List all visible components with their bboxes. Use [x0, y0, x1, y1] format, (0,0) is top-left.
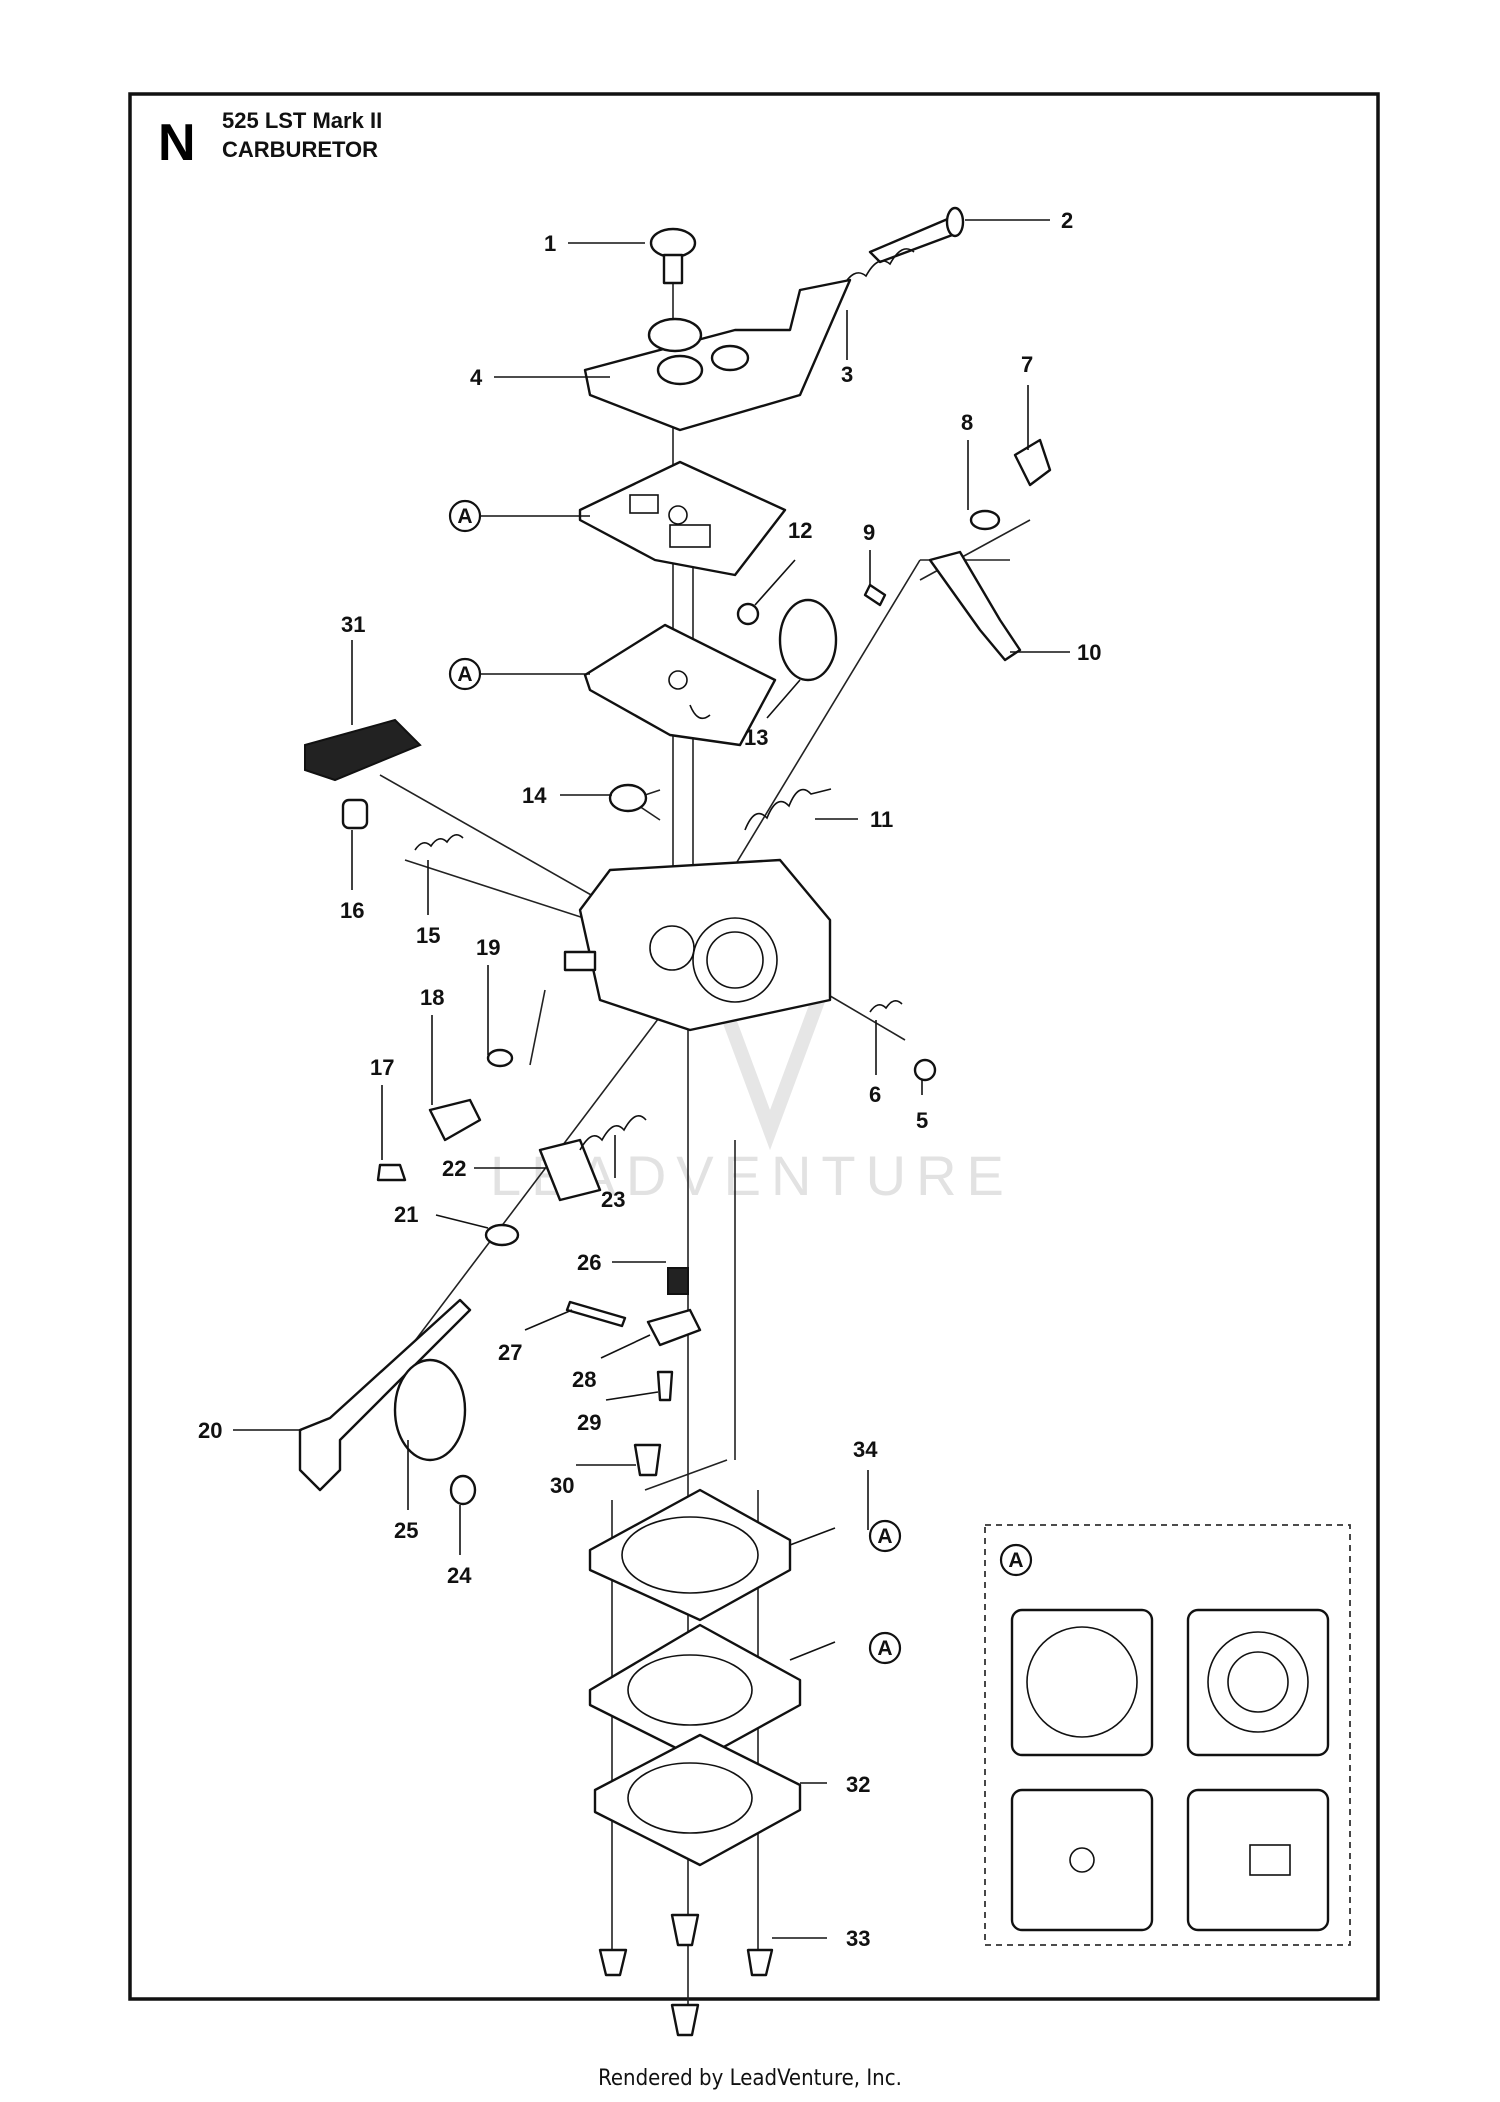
- part-28-lever: [646, 1308, 702, 1347]
- gasket-a-middle: [583, 623, 777, 747]
- part-32-cover: [593, 1733, 802, 1867]
- part-19-washer: [486, 1048, 514, 1068]
- callout-25: 25: [394, 1518, 418, 1543]
- callout-labels: 1 2 3 4 5 6 7 8 9 10 11 12 13 14 15 16 1…: [198, 208, 1101, 1951]
- callout-28: 28: [572, 1367, 596, 1392]
- callout-24: 24: [447, 1563, 472, 1588]
- callout-13: 13: [744, 725, 768, 750]
- callout-26: 26: [577, 1250, 601, 1275]
- part-8-washer: [969, 509, 1001, 531]
- part-7-cap: [1013, 438, 1052, 487]
- part-2-needle: [868, 206, 965, 264]
- part-23-spring: [579, 1114, 647, 1151]
- diagram-frame: [128, 92, 1380, 2001]
- callout-6: 6: [869, 1082, 881, 1107]
- part-16-plug: [341, 798, 369, 830]
- part-11-spring: [744, 788, 832, 831]
- part-20-shaft: [298, 1298, 472, 1492]
- marker-a-1: A: [457, 505, 472, 528]
- part-22-lever: [538, 1138, 602, 1202]
- part-26-spring: [667, 1267, 689, 1295]
- part-24-screw: [449, 1474, 477, 1506]
- callout-34: 34: [853, 1437, 878, 1462]
- carburetor-body: [563, 858, 832, 1032]
- section-letter: N: [158, 114, 196, 172]
- part-14-ring: [608, 783, 648, 813]
- callout-3: 3: [841, 362, 853, 387]
- gasket-a-lower-1: [588, 1488, 792, 1622]
- callout-12: 12: [788, 518, 812, 543]
- marker-a-inset: A: [1008, 1549, 1023, 1572]
- callout-15: 15: [416, 923, 440, 948]
- part-30-screw: [633, 1443, 662, 1477]
- gasket-a-lower-2: [588, 1623, 802, 1762]
- callout-23: 23: [601, 1187, 625, 1212]
- callout-22: 22: [442, 1156, 466, 1181]
- part-25-valve-plate: [393, 1358, 467, 1462]
- part-1-screw: [649, 227, 697, 285]
- section-title: CARBURETOR: [222, 137, 378, 162]
- part-13-valve-plate: [778, 598, 838, 682]
- part-10-lever: [928, 550, 1022, 662]
- callout-11: 11: [870, 807, 893, 832]
- callout-31: 31: [341, 612, 365, 637]
- footer-credit: Rendered by LeadVenture, Inc.: [598, 2066, 902, 2091]
- callout-14: 14: [522, 783, 547, 808]
- callout-2: 2: [1061, 208, 1073, 233]
- part-15-spring: [414, 834, 464, 851]
- gasket-ref-markers: A A A A A: [448, 499, 1033, 1665]
- part-12-bushing: [736, 602, 760, 626]
- callout-7: 7: [1021, 352, 1033, 377]
- part-27-pin: [565, 1300, 627, 1328]
- callout-30: 30: [550, 1473, 574, 1498]
- part-29-needle: [656, 1370, 674, 1402]
- callout-4: 4: [470, 365, 483, 390]
- callout-27: 27: [498, 1340, 522, 1365]
- callout-19: 19: [476, 935, 500, 960]
- marker-a-2: A: [457, 663, 472, 686]
- model-name: 525 LST Mark II: [222, 108, 382, 133]
- part-9-clip: [863, 583, 887, 607]
- callout-18: 18: [420, 985, 444, 1010]
- leader-lines: [233, 219, 1070, 1939]
- callout-5: 5: [916, 1108, 928, 1133]
- callout-20: 20: [198, 1418, 222, 1443]
- callout-33: 33: [846, 1926, 870, 1951]
- part-18-lever: [428, 1098, 482, 1142]
- callout-9: 9: [863, 520, 875, 545]
- marker-a-3: A: [877, 1525, 892, 1548]
- callout-10: 10: [1077, 640, 1101, 665]
- marker-a-4: A: [877, 1637, 892, 1660]
- gasket-kit-inset: [984, 1524, 1351, 1946]
- part-33-screws: [598, 1913, 774, 2037]
- callout-21: 21: [394, 1202, 418, 1227]
- callout-16: 16: [340, 898, 364, 923]
- part-4-cover: [583, 278, 852, 432]
- callout-17: 17: [370, 1055, 394, 1080]
- callout-32: 32: [846, 1772, 870, 1797]
- gasket-a-upper: [578, 460, 787, 577]
- part-21-washer: [484, 1223, 520, 1247]
- part-17-screw: [376, 1163, 407, 1182]
- callout-1: 1: [544, 231, 556, 256]
- part-6-spring: [869, 1000, 903, 1013]
- callout-29: 29: [577, 1410, 601, 1435]
- part-31-clip: [304, 718, 422, 782]
- part-5-ball: [913, 1058, 937, 1082]
- callout-8: 8: [961, 410, 973, 435]
